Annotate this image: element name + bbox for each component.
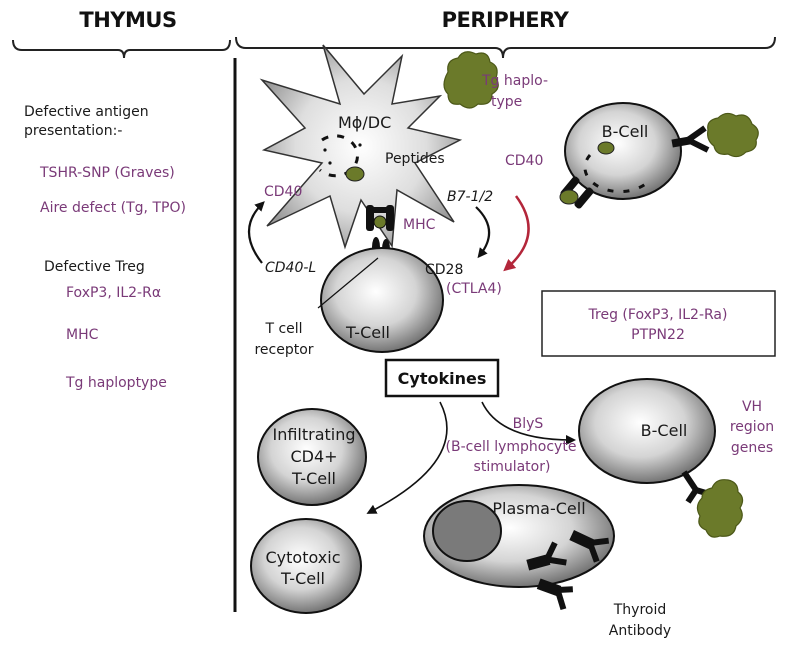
infiltrating-cd4-t-cell	[257, 408, 367, 506]
mhc-label: MHC	[66, 327, 99, 343]
secreted-antibody-icon	[536, 578, 574, 611]
plasma-cell-label: Plasma-Cell	[492, 499, 585, 518]
tcr-label-2: receptor	[254, 342, 313, 358]
peptide-icon	[597, 141, 615, 155]
thyroid-antibody-label-2: Antibody	[609, 623, 671, 639]
thymus-brace	[12, 39, 231, 59]
nucleus-icon	[432, 500, 502, 562]
endosome-icon	[583, 154, 652, 194]
tcr-label-1: T cell	[264, 321, 302, 337]
cytokines-to-bcell-arrow	[481, 401, 576, 445]
cytotoxic-label-1: Cytotoxic	[266, 548, 341, 567]
b-cell-top-label: B-Cell	[602, 122, 649, 141]
b-cell-top: B-Cell	[559, 102, 759, 209]
blys-label: BlyS	[513, 416, 544, 432]
thymus-factors: Defective antigen presentation:- TSHR-SN…	[24, 104, 186, 391]
aire-defect-label: Aire defect (Tg, TPO)	[40, 200, 186, 216]
ctla4-label: (CTLA4)	[446, 281, 502, 297]
b-cell-bottom	[578, 378, 716, 484]
cytotoxic-label-2: T-Cell	[280, 569, 325, 588]
b7-cd28-arrow	[475, 206, 491, 259]
mhc-molecule-icon	[559, 176, 594, 209]
vh-label-3: genes	[731, 440, 773, 456]
b-cell-bottom-label: B-Cell	[641, 421, 688, 440]
t-cell	[320, 247, 444, 353]
tcr-pointer-line	[317, 257, 379, 309]
thyroid-antibody-label-1: Thyroid	[613, 602, 667, 618]
blys-desc-1: (B-cell lymphocyte	[446, 439, 577, 455]
b-cell-receptor-icon	[671, 125, 710, 153]
tshr-snp-label: TSHR-SNP (Graves)	[39, 165, 175, 181]
endosome-icon	[318, 134, 359, 178]
foxp3-label: FoxP3, IL2-Rα	[66, 285, 161, 301]
cd40-apc-label: CD40	[264, 184, 302, 200]
tg-haplo-label-2: type	[491, 94, 522, 110]
defective-antigen-label-1: Defective antigen	[24, 104, 149, 120]
treg-box	[541, 290, 776, 357]
apc-label: Mϕ/DC	[338, 113, 391, 132]
blys-desc-2: stimulator)	[474, 459, 551, 475]
treg-box-line-2: PTPN22	[631, 327, 685, 343]
plasma-cell: Plasma-Cell	[423, 484, 615, 588]
vh-label-1: VH	[742, 399, 762, 415]
mhc-molecule-icon	[366, 205, 394, 231]
b7-label: B7-1/2	[447, 189, 493, 205]
tg-antigen-cloud-icon	[707, 112, 759, 158]
macrophage-dendritic-cell: Mϕ/DC Peptides	[259, 44, 463, 250]
cd40l-label: CD40-L	[265, 260, 316, 276]
t-cell-label: T-Cell	[345, 323, 390, 342]
mhc-apc-label: MHC	[403, 217, 436, 233]
cytotoxic-t-cell	[250, 518, 362, 614]
peptides-label: Peptides	[385, 151, 445, 167]
vh-label-2: region	[730, 419, 774, 435]
defective-treg-label: Defective Treg	[44, 259, 145, 275]
tg-haplo-label-1: Tg haplo-	[481, 73, 548, 89]
cytokines-to-cytotoxic-arrow	[366, 401, 448, 514]
tg-antigen-cloud-icon	[443, 51, 499, 109]
periphery-header: PERIPHERY	[442, 8, 570, 32]
b7-ctla4-arrow	[503, 195, 530, 272]
infiltrating-label-3: T-Cell	[291, 469, 336, 488]
thymus-header: THYMUS	[79, 8, 176, 32]
antibody-icon	[569, 530, 610, 563]
treg-box-line-1: Treg (FoxP3, IL2-Ra)	[588, 307, 728, 323]
tg-antigen-cloud-icon	[696, 479, 744, 538]
cd40-interaction-arrow	[248, 201, 265, 264]
cytokines-box	[384, 358, 500, 398]
cd40-bcell-label: CD40	[505, 153, 543, 169]
cd28-label: CD28	[425, 262, 463, 278]
tg-haploptype-label: Tg haploptype	[65, 375, 167, 391]
infiltrating-label-2: CD4+	[290, 447, 337, 466]
peptide-icon	[345, 166, 365, 182]
periphery-brace	[235, 36, 776, 59]
infiltrating-label-1: Infiltrating	[272, 425, 355, 444]
cytokines-label: Cytokines	[398, 369, 487, 388]
defective-antigen-label-2: presentation:-	[24, 123, 122, 139]
